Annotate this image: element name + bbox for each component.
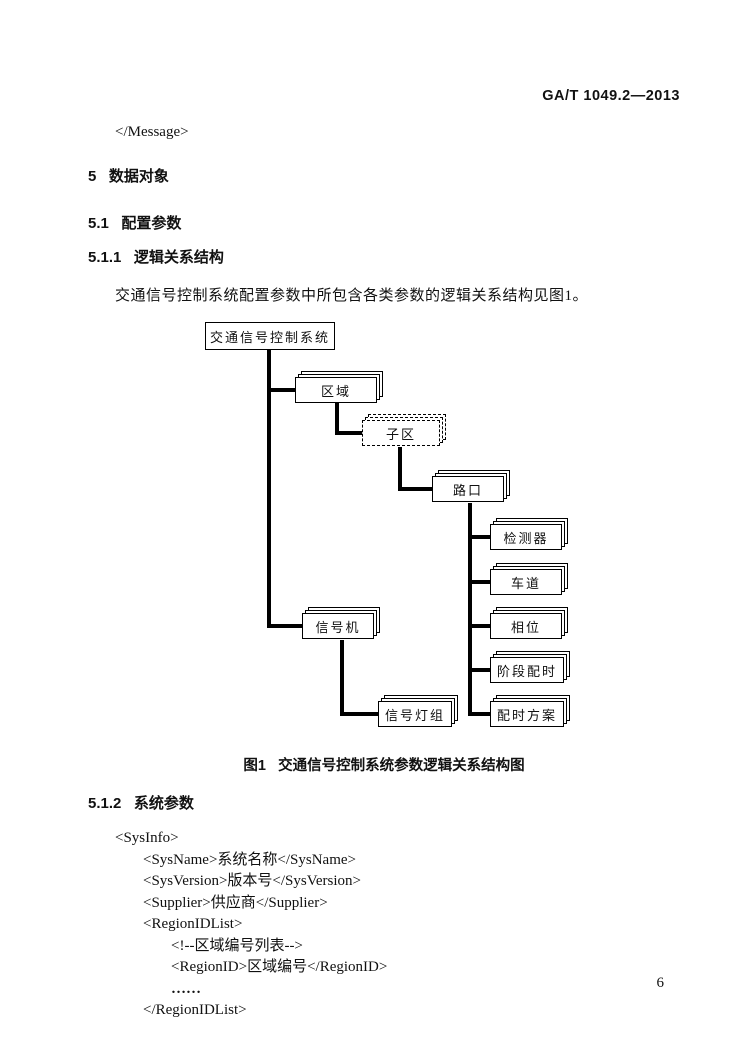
code-line: …… (171, 980, 201, 997)
node-card: 相位 (490, 613, 562, 639)
node-label: 配时方案 (496, 707, 557, 723)
connector-trunk-line (267, 350, 271, 628)
connector-stage-timing-line (468, 668, 490, 672)
code-line: <RegionID>区域编号</RegionID> (171, 959, 388, 975)
connector-detector-line (468, 535, 490, 539)
heading-section-5-1-1: 5.1.1 逻辑关系结构 (88, 249, 224, 266)
connector-intersection-spine (468, 503, 472, 716)
node-label: 区域 (320, 383, 351, 399)
code-line: <SysVersion>版本号</SysVersion> (143, 873, 362, 889)
code-line: </RegionIDList> (143, 1002, 247, 1018)
code-line: <SysInfo> (115, 830, 179, 846)
node-card: 路口 (432, 476, 504, 502)
connector-subregion-hline (335, 431, 362, 435)
connector-subregion-vline (335, 403, 339, 435)
code-line: <Supplier>供应商</Supplier> (143, 894, 328, 911)
node-region: 区域 (295, 377, 377, 403)
node-card: 区域 (295, 377, 377, 403)
node-label: 交通信号控制系统 (209, 329, 330, 345)
heading-section-5: 5 数据对象 (88, 168, 169, 185)
node-phase: 相位 (490, 613, 562, 639)
node-label: 信号灯组 (384, 707, 445, 723)
node-stage-timing: 阶段配时 (490, 657, 564, 683)
node-label: 阶段配时 (496, 663, 557, 679)
code-line: <!--区域编号列表--> (171, 937, 303, 954)
connector-intersection-hline (398, 487, 432, 491)
node-card: 信号机 (302, 613, 374, 639)
node-label: 相位 (510, 619, 541, 635)
node-timing-plan: 配时方案 (490, 701, 564, 727)
message-close-tag: </Message> (115, 124, 189, 140)
node-label: 信号机 (315, 619, 361, 635)
node-card: 车道 (490, 569, 562, 595)
intro-paragraph: 交通信号控制系统配置参数中所包含各类参数的逻辑关系结构见图1。 (115, 288, 589, 304)
connector-lane-line (468, 580, 490, 584)
page-number: 6 (656, 975, 665, 991)
figure1-diagram: 交通信号控制系统 区域 子区 路口 (88, 320, 680, 735)
node-subregion: 子区 (362, 420, 440, 446)
node-lane: 车道 (490, 569, 562, 595)
connector-signal-controller-line (269, 624, 302, 628)
node-card: 配时方案 (490, 701, 564, 727)
connector-phase-line (468, 624, 490, 628)
connector-region-line (269, 388, 295, 392)
node-label: 子区 (385, 426, 416, 442)
connector-timing-plan-line (468, 712, 490, 716)
heading-section-5-1-2: 5.1.2 系统参数 (88, 795, 194, 812)
node-traffic-signal-control-system: 交通信号控制系统 (205, 322, 335, 350)
node-signal-controller: 信号机 (302, 613, 374, 639)
connector-lamp-group-vline (340, 640, 344, 716)
node-card: 检测器 (490, 524, 562, 550)
node-signal-lamp-group: 信号灯组 (378, 701, 452, 727)
code-line: <RegionIDList> (143, 916, 243, 932)
node-label: 路口 (452, 482, 483, 498)
node-intersection: 路口 (432, 476, 504, 502)
node-card: 阶段配时 (490, 657, 564, 683)
node-detector: 检测器 (490, 524, 562, 550)
node-label: 检测器 (503, 530, 549, 546)
heading-section-5-1: 5.1 配置参数 (88, 215, 182, 232)
figure1-caption: 图1 交通信号控制系统参数逻辑关系结构图 (243, 758, 525, 774)
node-card: 信号灯组 (378, 701, 452, 727)
node-card: 子区 (362, 420, 440, 446)
standard-number: GA/T 1049.2—2013 (542, 88, 680, 104)
code-line: <SysName>系统名称</SysName> (143, 851, 356, 868)
node-label: 车道 (510, 575, 541, 591)
connector-lamp-group-hline (340, 712, 378, 716)
document-header: GA/T 1049.2—2013 (88, 88, 680, 104)
xml-code-block: <SysInfo> <SysName>系统名称</SysName> <SysVe… (88, 828, 680, 1022)
connector-intersection-vline (398, 447, 402, 491)
